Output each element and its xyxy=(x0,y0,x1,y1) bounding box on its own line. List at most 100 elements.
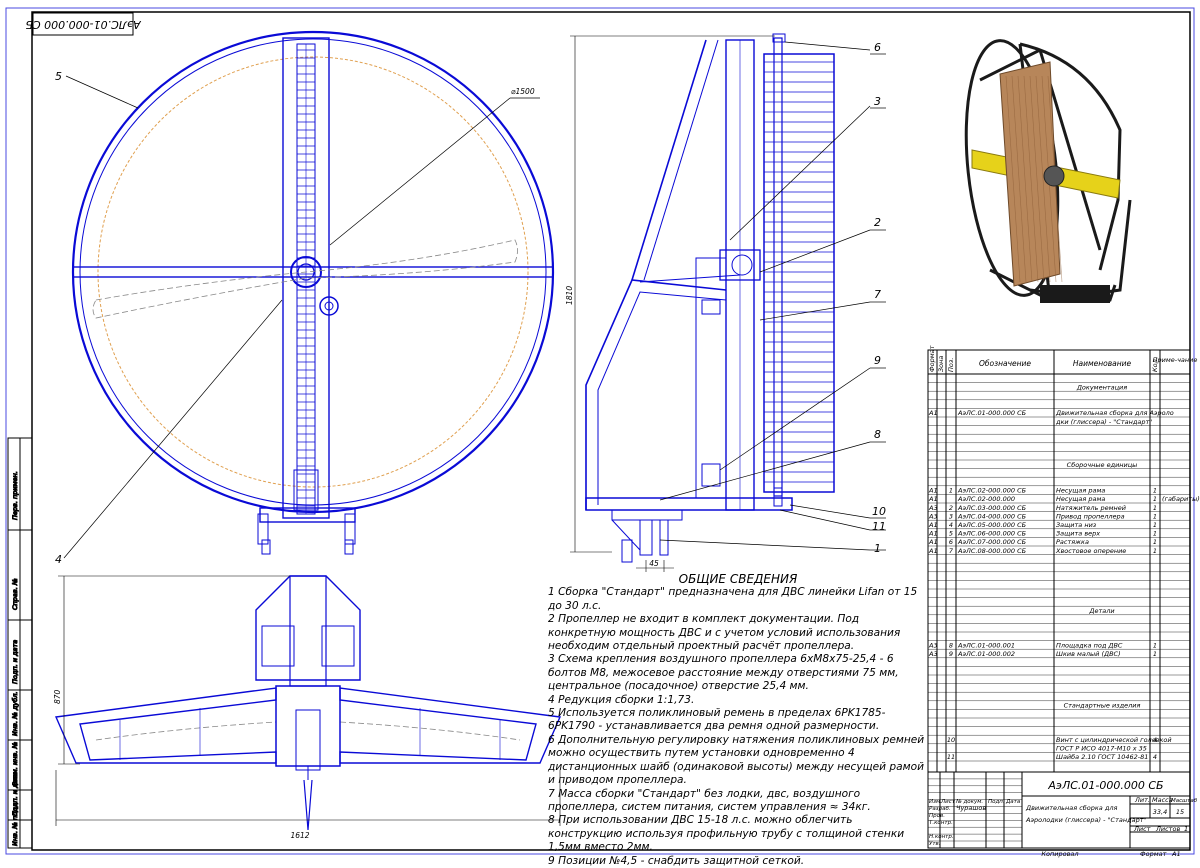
tb-row-label: Пров. xyxy=(929,813,945,819)
spec-format: А1 xyxy=(928,521,938,529)
dim-width: 1612 xyxy=(290,831,309,840)
spec-qty: 1 xyxy=(1153,650,1157,658)
note-item: 3 Схема крепления воздушного пропеллера … xyxy=(548,653,899,693)
callout-2: 2 xyxy=(874,216,881,229)
spec-name: Винт с цилиндрической головкой xyxy=(1056,736,1172,744)
spec-code: АэЛС.08-000.000 СБ xyxy=(957,547,1027,555)
spec-qty: 1 xyxy=(1153,495,1157,503)
front-leaders xyxy=(63,75,540,559)
spec-format: А1 xyxy=(928,495,938,503)
spec-section-title: Стандартные изделия xyxy=(1064,702,1141,710)
mirrored-code: АэЛС.01-000.000 СБ xyxy=(25,18,141,31)
front-view xyxy=(71,30,555,555)
stamp-text: Перв. примен. xyxy=(11,471,19,520)
tb-row-label: Подп. xyxy=(988,799,1005,805)
spec-section-title: Сборочные единицы xyxy=(1067,461,1138,469)
callout-1: 1 xyxy=(874,542,881,555)
spec-note: (габариты) xyxy=(1162,495,1200,503)
spec-header: Кол. xyxy=(1151,357,1159,372)
mirrored-code-box: АэЛС.01-000.000 СБ xyxy=(25,12,142,36)
spec-name: Несущая рама xyxy=(1056,495,1105,503)
spec-pos: 5 xyxy=(949,530,953,538)
spec-name: Шайба 2.10 ГОСТ 10462-81 xyxy=(1056,753,1148,761)
side-view xyxy=(585,33,835,563)
tb-row-label: Изм. xyxy=(929,799,942,805)
tb-sheets-label: Листов xyxy=(1155,825,1180,833)
tb-row-label: Лист xyxy=(940,799,956,805)
spec-header: Обозначение xyxy=(979,359,1031,368)
stamp-text: Подп. и дата xyxy=(11,640,19,684)
spec-header: Поз. xyxy=(947,358,955,372)
dim-height: 1810 xyxy=(565,286,574,305)
stamp-text: Подп. и дата xyxy=(11,772,19,816)
tb-designation: АэЛС.01-000.000 СБ xyxy=(1047,779,1163,792)
note-item: 9 Позиции №4,5 - снабдить защитной сетко… xyxy=(548,854,805,867)
spec-qty: 1 xyxy=(1153,504,1157,512)
spec-name: Защита низ xyxy=(1056,521,1097,529)
spec-qty: 4 xyxy=(1153,753,1157,761)
spec-pos: 8 xyxy=(949,641,953,649)
callout-8: 8 xyxy=(874,428,881,441)
spec-qty: 1 xyxy=(1153,487,1157,495)
title-block-rows xyxy=(928,778,1022,842)
note-item: 5 Используется поликлиновый ремень в пре… xyxy=(548,707,886,733)
tb-row-label: Утв. xyxy=(929,841,941,847)
spec-code: АэЛС.01-000.002 xyxy=(957,650,1015,658)
callout-3: 3 xyxy=(874,95,881,108)
callout-10: 10 xyxy=(872,505,886,518)
isometric-render xyxy=(964,39,1132,303)
spec-name-cont: дки (глиссера) - "Стандарт" xyxy=(1055,418,1152,426)
spec-format: А1 xyxy=(928,538,938,546)
spec-qty: 1 xyxy=(1153,641,1157,649)
note-item: 4 Редукция сборки 1:1,73. xyxy=(548,693,695,706)
tb-mass: 33,4 xyxy=(1153,808,1167,816)
spec-section-title: Детали xyxy=(1088,607,1114,615)
tb-scale-label: Масштаб xyxy=(1171,798,1198,804)
spec-format: А3 xyxy=(928,504,938,512)
spec-code: АэЛС.07-000.000 СБ xyxy=(957,538,1027,546)
tb-mass-label: Масса xyxy=(1152,796,1173,804)
callout-11: 11 xyxy=(872,520,886,533)
callout-7: 7 xyxy=(874,288,881,301)
note-item: 6 Дополнительную регулировку натяжения п… xyxy=(548,733,925,787)
spec-name: Движительная сборка для Аэроло xyxy=(1055,409,1174,417)
tb-sheets: 1 xyxy=(1184,825,1188,833)
tb-sheet-label: Лист xyxy=(1133,825,1151,833)
spec-code: АэЛС.02-000.000 xyxy=(957,495,1015,503)
tb-row-label: Т.контр. xyxy=(929,820,953,826)
tb-row-label: Н.контр. xyxy=(929,834,954,840)
spec-name: Шкив малый (ДВС) xyxy=(1056,650,1121,658)
tb-name-2: Аэролодки (глиссера) - "Стандарт" xyxy=(1025,816,1147,824)
spec-name: Несущая рама xyxy=(1056,487,1105,495)
spec-header: Формат xyxy=(928,345,936,372)
notes-title: ОБЩИЕ СВЕДЕНИЯ xyxy=(678,572,798,586)
spec-format: А1 xyxy=(928,409,938,417)
dim-offset: 45 xyxy=(649,559,659,568)
tb-row-label: Разраб. xyxy=(929,806,951,812)
spec-pos: 2 xyxy=(949,504,953,512)
spec-header: Зона xyxy=(937,356,945,372)
spec-format: А3 xyxy=(928,650,938,658)
tb-row-label: № докум. xyxy=(955,799,983,805)
stamp-text: Взам. инв. № xyxy=(11,742,19,786)
spec-qty: 1 xyxy=(1153,521,1157,529)
spec-grid xyxy=(928,373,1190,762)
spec-format: А3 xyxy=(928,512,938,520)
top-view xyxy=(54,575,562,831)
general-notes: ОБЩИЕ СВЕДЕНИЯ 1 Сборка "Стандарт" предн… xyxy=(548,572,928,868)
tb-format-label: Формат xyxy=(1140,850,1167,858)
stamp-text: Справ. № xyxy=(11,578,19,610)
tb-copied: Копировал xyxy=(1041,850,1078,858)
tb-name-1: Движительная сборка для xyxy=(1025,804,1118,812)
title-block xyxy=(927,771,1191,849)
top-dims xyxy=(55,575,561,826)
spec-pos: 11 xyxy=(947,753,955,761)
side-leaders xyxy=(659,41,886,551)
tb-format: А1 xyxy=(1171,850,1181,858)
tb-lit: Лит. xyxy=(1134,796,1150,804)
spec-format: А3 xyxy=(928,641,938,649)
callout-9: 9 xyxy=(874,354,881,367)
spec-section-title: Документация xyxy=(1076,383,1127,391)
spec-format: А1 xyxy=(928,547,938,555)
